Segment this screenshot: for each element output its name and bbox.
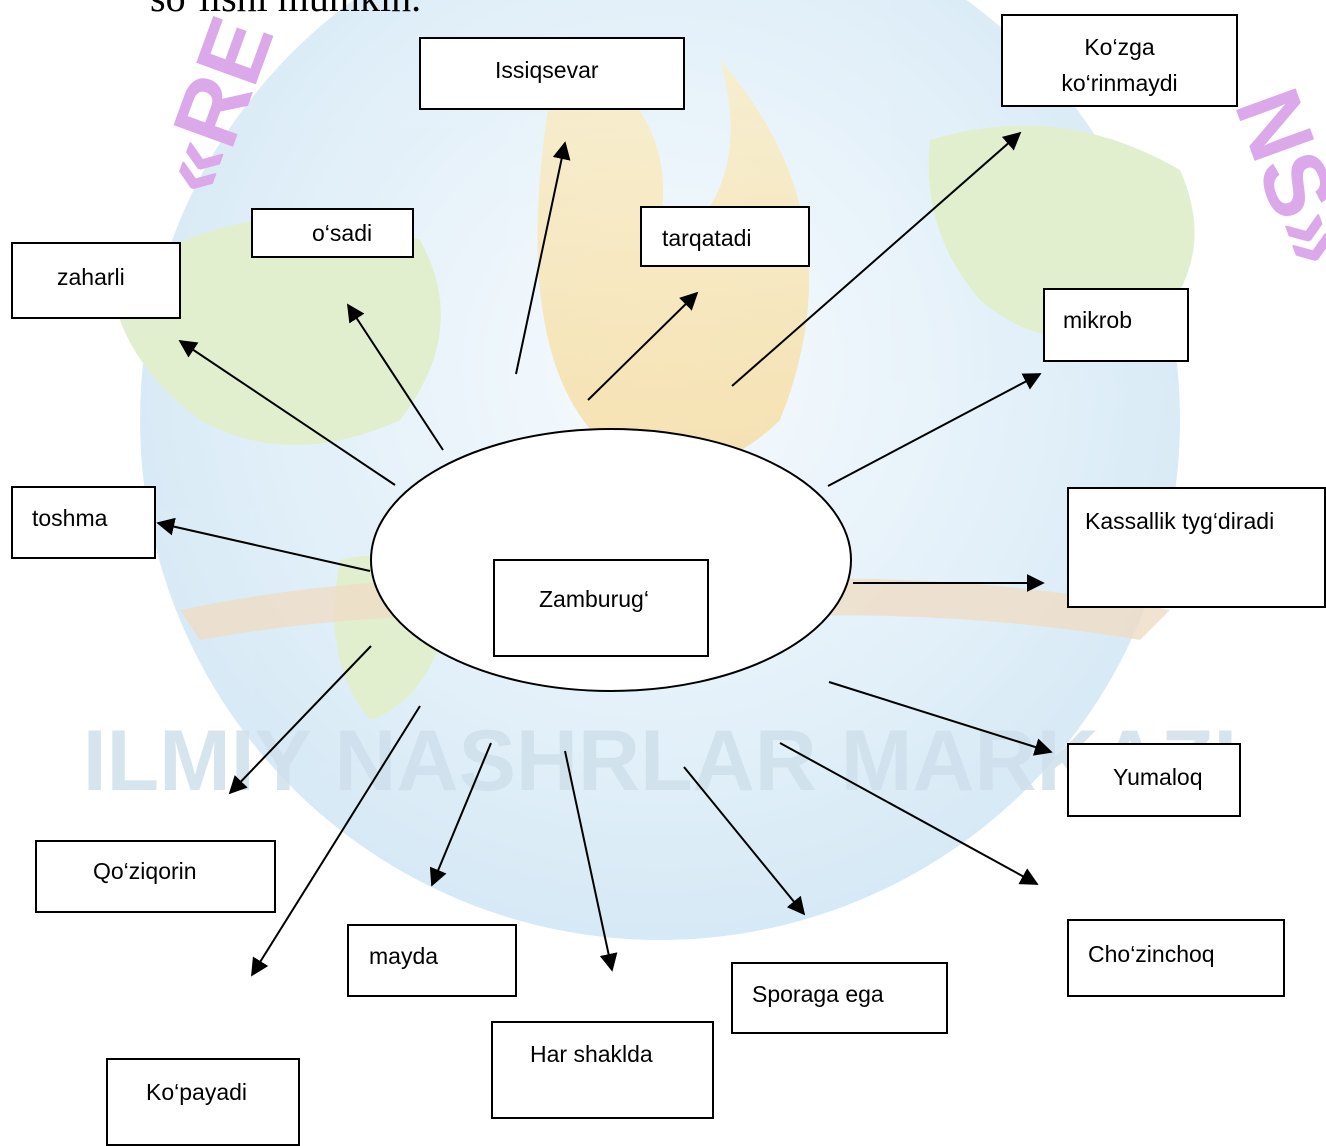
arrow-to-mayda xyxy=(429,742,492,887)
node-har-shaklda: Har shaklda xyxy=(491,1021,714,1119)
node-osadi-label: o‘sadi xyxy=(312,220,373,246)
node-mayda-label: mayda xyxy=(369,943,439,969)
node-zaharli: zaharli xyxy=(11,242,181,319)
arrow-to-qoziqorin xyxy=(228,645,372,795)
node-kopayadi: Ko‘payadi xyxy=(106,1058,300,1146)
node-har-shaklda-label: Har shaklda xyxy=(530,1041,653,1067)
center-box-zamburug: Zamburug‘ xyxy=(493,559,709,657)
arrow-to-kozga-korinmaydi xyxy=(731,131,1022,387)
arrow-to-chozinchoq xyxy=(779,742,1039,885)
arrow-to-yumaloq xyxy=(828,681,1053,756)
node-kopayadi-label: Ko‘payadi xyxy=(146,1079,248,1105)
node-chozinchoq: Cho‘zinchoq xyxy=(1067,919,1285,997)
watermark-bottom-text: ILMIY NASHRLAR MARKAZI xyxy=(83,713,1238,809)
node-toshma: toshma xyxy=(11,486,156,559)
node-kassallik-label: Kassallik tyg‘diradi xyxy=(1085,508,1275,534)
node-kozga-korinmaydi-line2: ko‘rinmaydi xyxy=(1061,70,1178,96)
node-mikrob-label: mikrob xyxy=(1063,307,1133,333)
heading-fragment: so‘lishi mumkin. xyxy=(150,0,421,21)
node-kassallik: Kassallik tyg‘diradi xyxy=(1067,487,1326,608)
node-tarqatadi: tarqatadi xyxy=(640,206,810,267)
node-kozga-korinmaydi-line1: Ko‘zga xyxy=(1084,34,1155,60)
arrow-to-har-shaklda xyxy=(564,750,618,972)
node-sporaga-ega-label: Sporaga ega xyxy=(752,981,884,1007)
node-zaharli-label: zaharli xyxy=(57,264,125,290)
center-label: Zamburug‘ xyxy=(539,586,649,612)
node-sporaga-ega: Sporaga ega xyxy=(731,962,948,1034)
node-osadi: o‘sadi xyxy=(251,208,414,258)
arrow-to-sporaga-ega xyxy=(683,766,806,916)
node-mikrob: mikrob xyxy=(1043,288,1189,362)
node-tarqatadi-label: tarqatadi xyxy=(662,225,752,251)
node-qoziqorin: Qo‘ziqorin xyxy=(35,840,276,913)
node-qoziqorin-label: Qo‘ziqorin xyxy=(93,858,197,884)
node-chozinchoq-label: Cho‘zinchoq xyxy=(1088,941,1215,967)
arrow-to-zaharli xyxy=(178,339,396,486)
arrow-to-tarqatadi xyxy=(587,291,699,401)
node-yumaloq: Yumaloq xyxy=(1067,743,1241,817)
node-kozga-korinmaydi: Ko‘zga ko‘rinmaydi xyxy=(1001,14,1238,107)
node-issiqsevar-label: Issiqsevar xyxy=(495,57,599,83)
node-mayda: mayda xyxy=(347,924,517,997)
arrow-to-osadi xyxy=(347,303,444,451)
arrow-to-mikrob xyxy=(827,373,1042,487)
arrow-to-toshma xyxy=(156,517,371,572)
node-toshma-label: toshma xyxy=(32,505,108,531)
arrow-to-kopayadi xyxy=(251,705,421,977)
node-yumaloq-label: Yumaloq xyxy=(1113,764,1203,790)
node-issiqsevar: Issiqsevar xyxy=(419,37,685,110)
arrow-to-issiqsevar xyxy=(515,141,571,375)
